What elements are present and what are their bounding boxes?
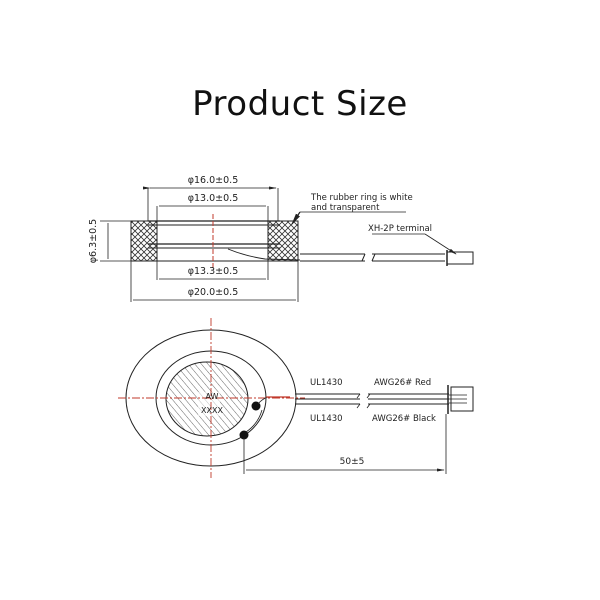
page-title: Product Size (192, 84, 408, 124)
wire-top-spec: AWG26# Red (374, 378, 431, 388)
dim-outer-top: φ16.0±0.5 (188, 175, 239, 186)
note-rubber-ring-line1: The rubber ring is white (310, 193, 413, 203)
dim-inner-bottom: φ13.3±0.5 (188, 266, 239, 277)
center-mark-line1: AW (206, 392, 219, 401)
dim-height: φ6.3±0.5 (88, 219, 99, 263)
wire-top-type: UL1430 (310, 378, 343, 388)
center-mark-line2: XXXX (201, 406, 223, 415)
top-view: AW XXXX UL1430 AWG26# Red UL1430 AWG26# … (118, 318, 474, 478)
wire-bottom-type: UL1430 (310, 414, 343, 424)
side-view: φ16.0±0.5 φ13.0±0.5 φ6.3±0.5 φ13.3±0.5 φ… (88, 175, 474, 302)
note-terminal: XH-2P terminal (368, 224, 432, 234)
note-rubber-ring-line2: and transparent (311, 203, 380, 213)
dim-inner-top: φ13.0±0.5 (188, 193, 239, 204)
dim-length: 50±5 (340, 457, 365, 467)
dim-outer-bottom: φ20.0±0.5 (188, 287, 239, 298)
wire-bottom-spec: AWG26# Black (372, 414, 436, 424)
